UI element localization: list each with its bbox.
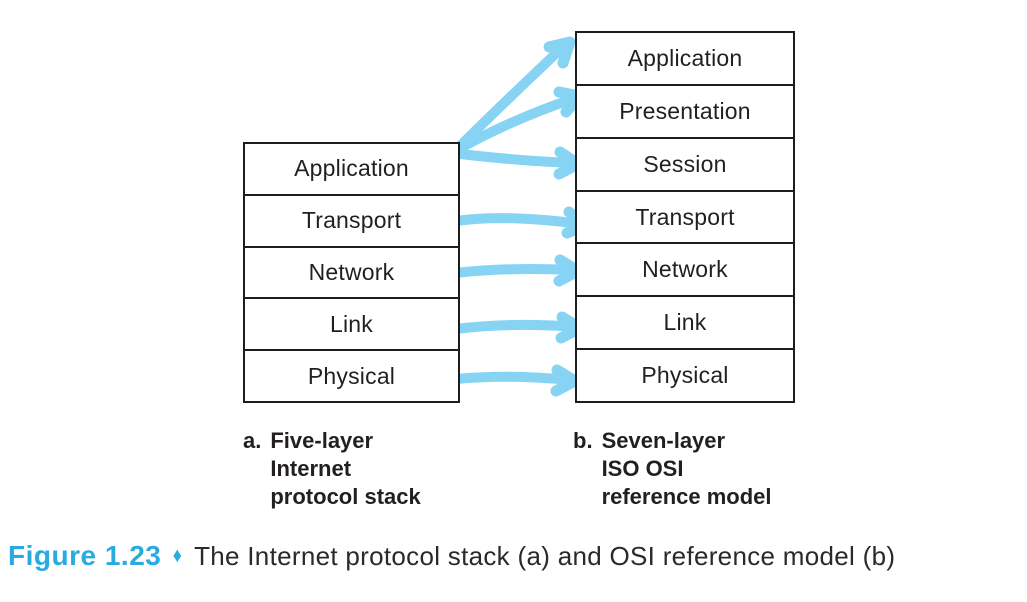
arrow-application-to-presentation xyxy=(447,86,586,158)
osi-layer-application: Application xyxy=(627,44,743,71)
caption-b-line: Seven-layer xyxy=(601,428,726,453)
layer-physical: Physical xyxy=(245,349,458,401)
caption-b-text: Seven-layer ISO OSI reference model xyxy=(602,427,772,511)
osi-layer-presentation: Presentation xyxy=(577,83,793,137)
figure-number-label: Figure 1.23 xyxy=(8,540,162,571)
osi-layer-link: Link xyxy=(577,295,793,348)
arrow-application-to-application xyxy=(447,36,576,159)
osi-layer-session: Session xyxy=(577,136,793,190)
internet-protocol-stack: Application Transport Network Link Physi… xyxy=(243,142,460,403)
figure-caption-text: The Internet protocol stack (a) and OSI … xyxy=(194,540,896,571)
arrow-network-to-network xyxy=(450,254,584,287)
caption-b-line: reference model xyxy=(601,484,772,509)
caption-b-line: ISO OSI xyxy=(601,456,684,481)
layer-link: Link xyxy=(245,297,458,349)
caption-a-line: Internet xyxy=(270,456,352,481)
figure-caption: Figure 1.23 ♦ The Internet protocol stac… xyxy=(8,540,895,572)
arrow-transport-to-transport xyxy=(451,206,592,239)
osi-layer-physical: Physical xyxy=(577,348,793,401)
caption-a-label: a. xyxy=(243,428,262,453)
osi-reference-model-stack: Application Presentation Session Transpo… xyxy=(575,31,795,403)
caption-b: b. Seven-layer ISO OSI reference model xyxy=(573,427,772,511)
caption-a-line: Five-layer xyxy=(270,428,374,453)
diamond-icon: ♦ xyxy=(173,544,183,567)
caption-a-line: protocol stack xyxy=(270,484,421,509)
layer-network: Network xyxy=(245,245,458,298)
arrow-link-to-link xyxy=(450,311,586,344)
osi-layer-network: Network xyxy=(577,242,793,295)
layer-application: Application xyxy=(294,155,409,182)
caption-a: a. Five-layer Internet protocol stack xyxy=(243,427,421,511)
arrow-application-to-session xyxy=(447,146,584,180)
arrow-physical-to-physical xyxy=(451,364,581,397)
caption-b-label: b. xyxy=(573,428,593,453)
caption-a-text: Five-layer Internet protocol stack xyxy=(270,427,420,511)
layer-transport: Transport xyxy=(245,193,458,246)
osi-layer-transport: Transport xyxy=(577,189,793,243)
